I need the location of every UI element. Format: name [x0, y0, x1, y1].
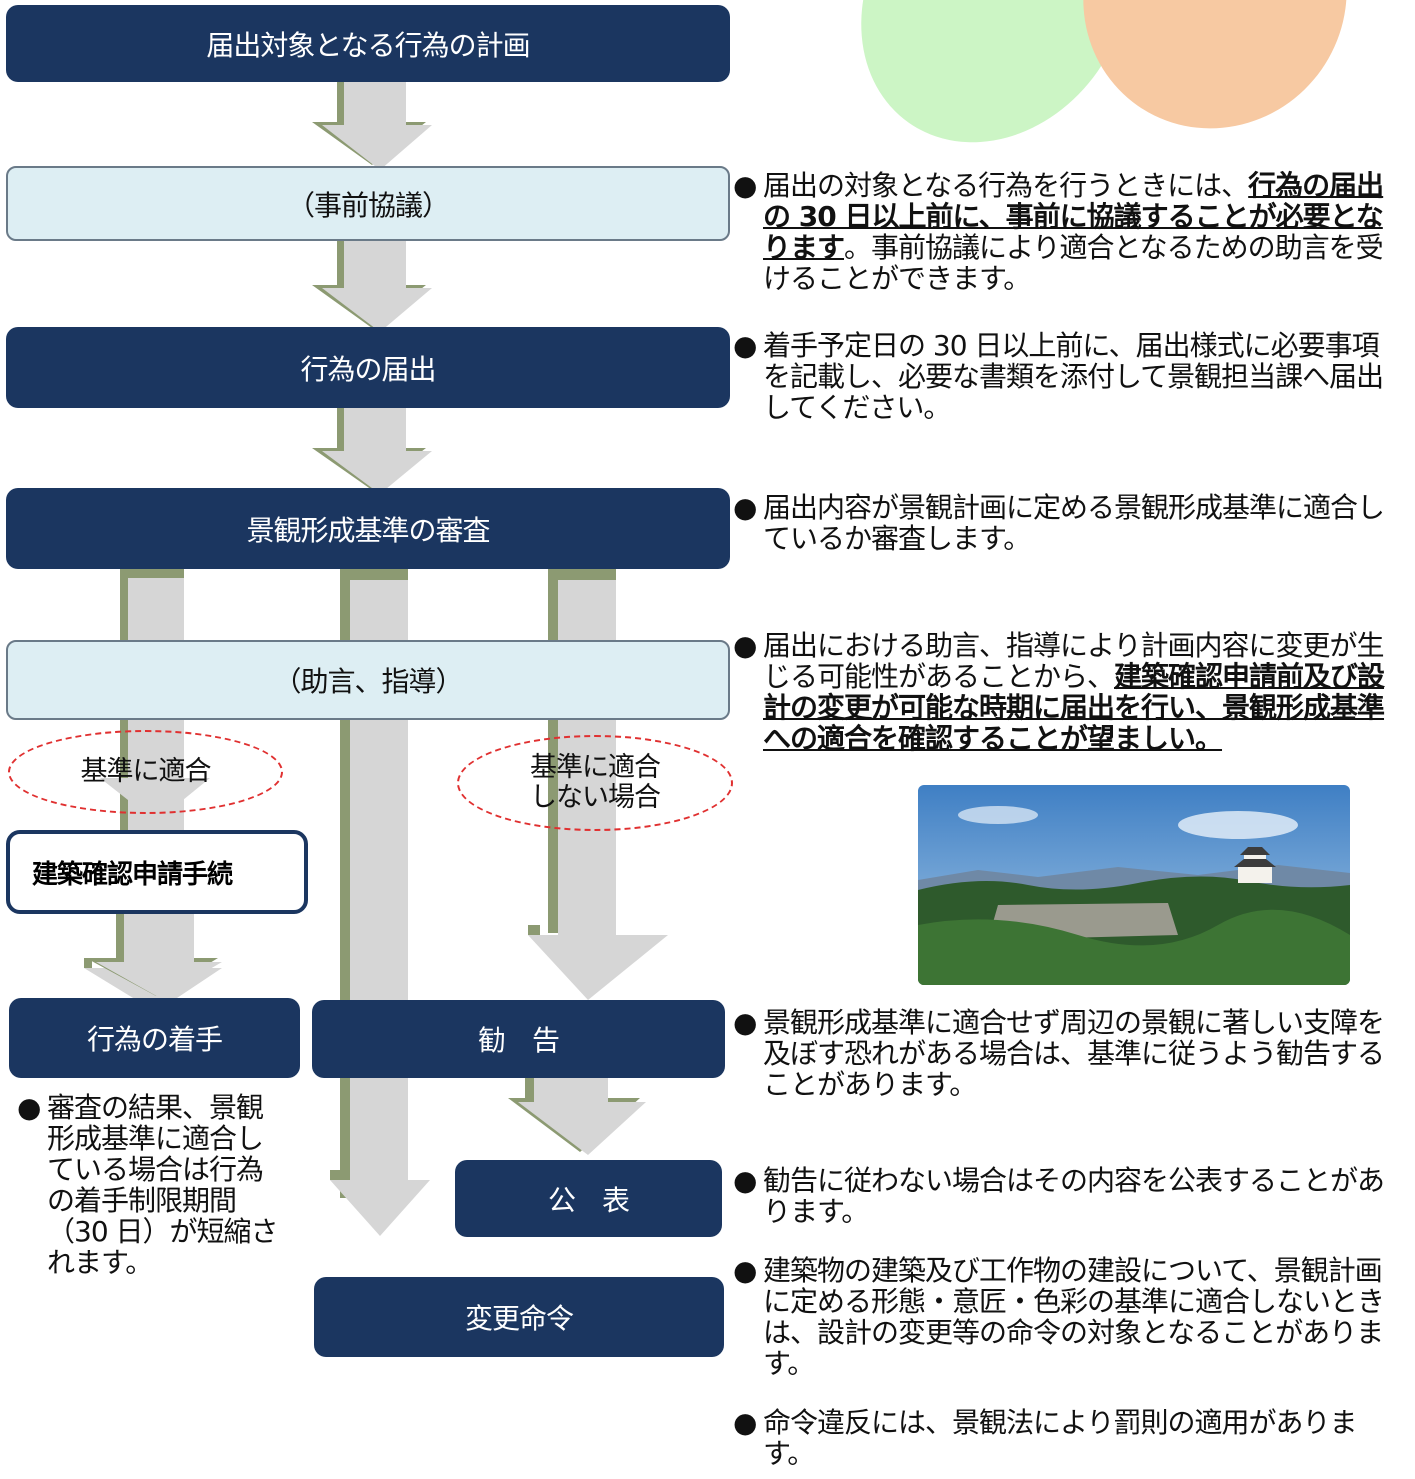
step-recommendation: 勧 告: [312, 1000, 725, 1078]
note-prior-consultation-emph: 行為の届出の 30 日以上前に、事前に協議することが必要となります: [763, 169, 1384, 264]
step-building-confirmation: 建築確認申請手続: [6, 830, 308, 914]
note-change-order-text: 建築物の建築及び工作物の建設について、景観計画に定める形態・意匠・色彩の基準に適…: [763, 1254, 1385, 1380]
bullet: ●: [733, 491, 757, 524]
step-review: 景観形成基準の審査: [6, 488, 730, 569]
arrow-building-to-start: [86, 914, 222, 998]
arrow-notification-to-review: [312, 405, 432, 494]
note-penalty-text: 命令違反には、景観法により罰則の適用があります。: [763, 1406, 1357, 1470]
note-recommendation: ●景観形成基準に適合せず周辺の景観に著しい支障を及ぼす恐れがある場合は、基準に従…: [733, 1006, 1398, 1101]
label-conform-text: 基準に適合: [80, 756, 212, 787]
note-review: ●届出内容が景観計画に定める景観形成基準に適合しているか審査します。: [733, 491, 1398, 555]
note-change-order: ●建築物の建築及び工作物の建設について、景観計画に定める形態・意匠・色彩の基準に…: [733, 1254, 1398, 1380]
castle-landscape-photo: [918, 785, 1350, 985]
bullet: ●: [733, 169, 757, 202]
step-plan: 届出対象となる行為の計画: [6, 5, 730, 82]
note-advice-pre: 届出における助言、指導により計画内容に変更が生じる可能性があることから、: [763, 629, 1384, 693]
label-nonconform-line1: 基準に適合: [530, 752, 661, 783]
bullet: ●: [733, 629, 757, 662]
label-nonconform: 基準に適合 しない場合: [457, 735, 733, 831]
note-recommendation-text: 景観形成基準に適合せず周辺の景観に著しい支障を及ぼす恐れがある場合は、基準に従う…: [763, 1006, 1385, 1101]
step-start-label: 行為の着手: [86, 1023, 223, 1056]
note-notification-text: 着手予定日の 30 日以上前に、届出様式に必要事項を記載し、必要な書類を添付して…: [763, 329, 1384, 424]
step-plan-label: 届出対象となる行為の計画: [206, 28, 530, 62]
arrow-consultation-to-notification: [312, 240, 432, 332]
note-start: ●審査の結果、景観形成基準に適合している場合は行為の着手制限期間（30 日）が短…: [17, 1091, 287, 1279]
step-advice: （助言、指導）: [6, 640, 730, 720]
step-building-confirmation-label: 建築確認申請手続: [32, 859, 233, 890]
bullet: ●: [733, 1254, 757, 1287]
bullet: ●: [733, 329, 757, 362]
note-notification: ●着手予定日の 30 日以上前に、届出様式に必要事項を記載し、必要な書類を添付し…: [733, 329, 1398, 424]
label-conform: 基準に適合: [8, 730, 283, 814]
note-prior-consultation: ●届出の対象となる行為を行うときには、行為の届出の 30 日以上前に、事前に協議…: [733, 169, 1398, 295]
step-start: 行為の着手: [9, 998, 300, 1078]
arrow-plan-to-consultation: [312, 82, 432, 170]
step-prior-consultation: （事前協議）: [6, 166, 730, 241]
bullet: ●: [733, 1406, 757, 1439]
arrow-recommendation-to-publication: [508, 1078, 646, 1155]
note-review-text: 届出内容が景観計画に定める景観形成基準に適合しているか審査します。: [763, 491, 1385, 555]
note-penalty: ●命令違反には、景観法により罰則の適用があります。: [733, 1406, 1398, 1470]
note-prior-consultation-post: 。事前協議により適合となるための助言を受けることができます。: [763, 231, 1384, 295]
bullet: ●: [733, 1006, 757, 1039]
step-notification-label: 行為の届出: [300, 352, 436, 386]
step-review-label: 景観形成基準の審査: [246, 513, 490, 547]
step-advice-label: （助言、指導）: [273, 665, 463, 698]
step-change-order-label: 変更命令: [464, 1302, 574, 1335]
step-notification: 行為の届出: [6, 327, 730, 408]
bullet: ●: [17, 1091, 41, 1124]
note-prior-consultation-pre: 届出の対象となる行為を行うときには、: [763, 169, 1249, 202]
step-recommendation-label: 勧 告: [477, 1024, 560, 1057]
note-publication: ●勧告に従わない場合はその内容を公表することがあります。: [733, 1164, 1398, 1228]
bullet: ●: [733, 1164, 757, 1197]
step-publication: 公 表: [455, 1160, 722, 1237]
note-advice-emph: 建築確認申請前及び設計の変更が可能な時期に届出を行い、景観形成基準への適合を確認…: [763, 660, 1385, 755]
note-publication-text: 勧告に従わない場合はその内容を公表することがあります。: [763, 1164, 1385, 1228]
step-change-order: 変更命令: [314, 1277, 724, 1357]
label-nonconform-line2: しない場合: [530, 782, 661, 813]
step-prior-consultation-label: （事前協議）: [286, 188, 450, 222]
note-start-text: 審査の結果、景観形成基準に適合している場合は行為の着手制限期間（30 日）が短縮…: [47, 1091, 279, 1279]
note-advice: ●届出における助言、指導により計画内容に変更が生じる可能性があることから、建築確…: [733, 629, 1398, 755]
step-publication-label: 公 表: [547, 1183, 630, 1217]
